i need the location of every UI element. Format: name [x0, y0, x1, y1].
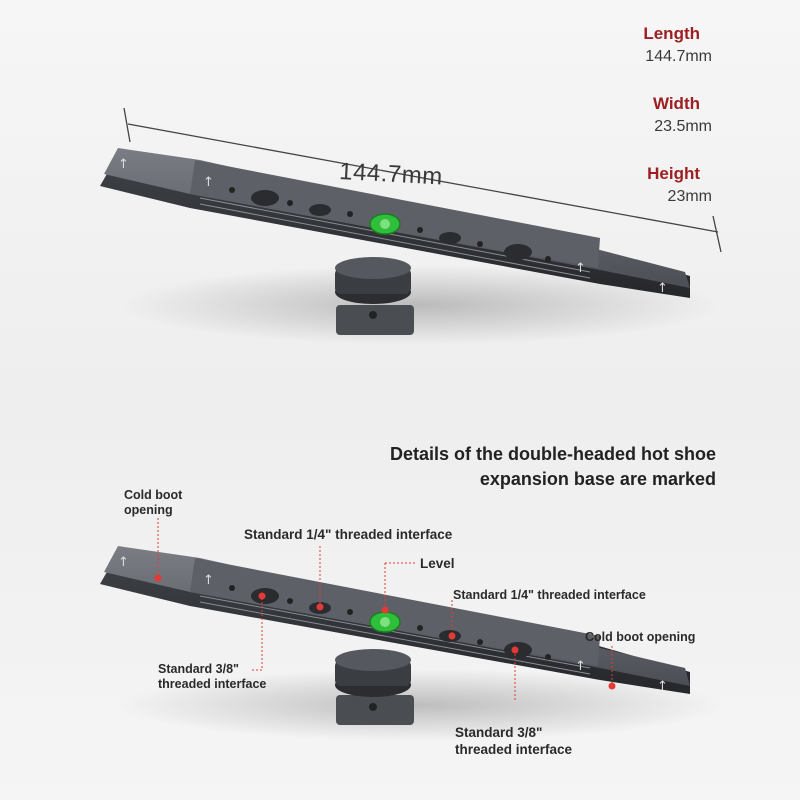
svg-text:↑: ↑ [575, 659, 586, 674]
dimension-line [123, 107, 722, 253]
callout-level: Level [420, 556, 455, 571]
spec-height-label: Height [647, 164, 700, 183]
spec-width-label: Width [652, 94, 700, 113]
bar: ↑ ↑ ↑ ↑ [100, 148, 690, 298]
svg-text:↑: ↑ [118, 157, 129, 172]
callout-cold-boot-left: Cold boot opening [124, 488, 182, 518]
svg-text:↑: ↑ [657, 281, 668, 296]
hot-shoe-foot [335, 257, 414, 335]
callout-quarter-top: Standard 1/4" threaded interface [244, 527, 453, 542]
dimension-label: 144.7mm [338, 158, 444, 191]
shadow [120, 669, 720, 741]
shadow [120, 265, 720, 345]
callout-three-eighths-left: Standard 3/8" threaded interface [158, 662, 266, 692]
heading-line-2: expansion base are marked [479, 469, 716, 489]
callout-line: threaded interface [455, 742, 573, 757]
bottom-product: ↑ ↑ ↑ ↑ [100, 518, 720, 741]
spec-length-value: 144.7mm [645, 48, 712, 65]
callout-leaders [157, 518, 613, 700]
heading-line-1: Details of the double-headed hot shoe [389, 444, 716, 464]
top-product: ↑ ↑ ↑ ↑ [100, 107, 722, 345]
svg-text:↑: ↑ [203, 175, 214, 190]
svg-text:↑: ↑ [657, 679, 668, 694]
callout-quarter-right: Standard 1/4" threaded interface [453, 588, 646, 602]
spec-length-label: Length [643, 24, 700, 43]
callout-line: opening [124, 503, 173, 517]
callout-cold-boot-right: Cold boot opening [585, 630, 696, 644]
svg-text:↑: ↑ [118, 555, 129, 570]
callout-line: Cold boot [124, 488, 183, 502]
hot-shoe-foot [335, 649, 414, 725]
section-heading: Details of the double-headed hot shoe ex… [296, 442, 716, 492]
bar: ↑ ↑ ↑ ↑ [100, 546, 690, 694]
callout-line: threaded interface [158, 677, 267, 691]
svg-text:↑: ↑ [203, 573, 214, 588]
callout-three-eighths-bottom: Standard 3/8" threaded interface [455, 724, 572, 758]
spec-height-value: 23mm [667, 188, 712, 205]
callout-line: Standard 3/8" [455, 725, 543, 740]
callout-line: Standard 3/8" [158, 662, 239, 676]
spec-width-value: 23.5mm [654, 118, 712, 135]
svg-text:↑: ↑ [575, 261, 586, 276]
